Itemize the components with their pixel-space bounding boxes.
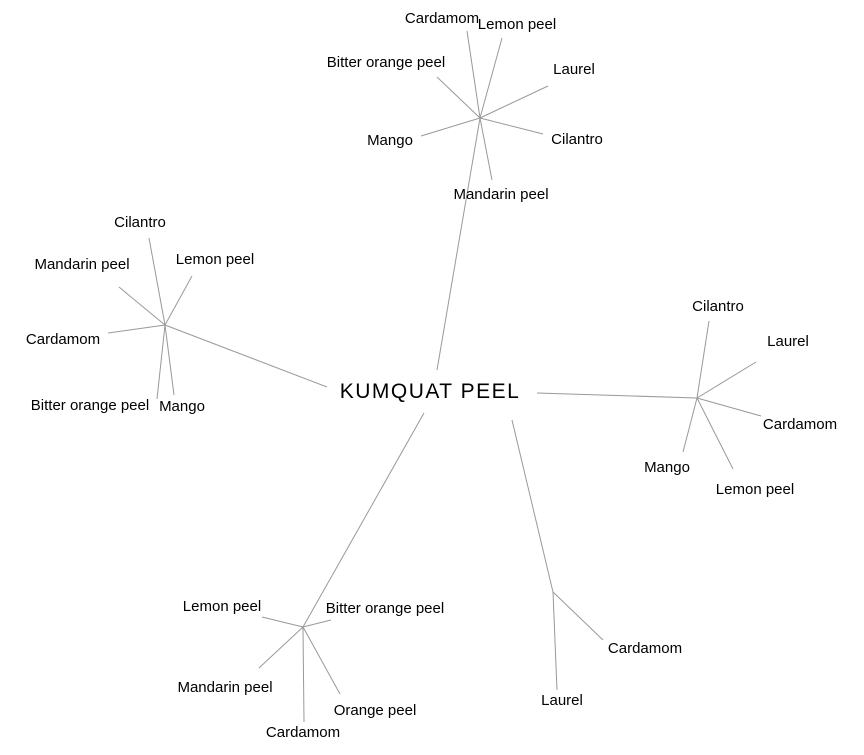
edge-left-to-cilantro <box>148 237 166 326</box>
node-label-top-cilantro: Cilantro <box>551 130 603 148</box>
node-label-top-lemon-peel: Lemon peel <box>477 15 557 33</box>
node-label-bottom-left-bitter-orange-peel: Bitter orange peel <box>325 599 445 617</box>
edge-bottom-left-to-lemon-peel <box>261 616 304 628</box>
node-label-top-bitter-orange-peel: Bitter orange peel <box>326 53 446 71</box>
edge-left-to-bitter-orange-peel <box>156 324 166 400</box>
edge-left-to-cardamom <box>107 324 166 334</box>
edge-bottom-right-to-laurel <box>552 591 558 691</box>
node-label-bottom-left-mandarin-peel: Mandarin peel <box>177 678 273 696</box>
edge-bottom-left-to-cardamom <box>302 626 305 723</box>
edge-top-to-mandarin-peel <box>479 117 493 181</box>
center-node-kumquat-peel: KUMQUAT PEEL <box>339 380 521 403</box>
node-label-top-laurel: Laurel <box>553 60 595 78</box>
edge-right-to-lemon-peel <box>696 397 734 470</box>
edge-center-to-right <box>536 392 698 399</box>
edge-top-to-laurel <box>479 85 549 119</box>
edge-center-to-bottom-right <box>511 419 554 593</box>
node-label-bottom-right-laurel: Laurel <box>541 691 583 709</box>
edge-top-to-lemon-peel <box>479 37 503 119</box>
edge-center-to-bottom-left <box>302 412 425 628</box>
edge-right-to-cardamom <box>696 397 762 417</box>
node-label-right-mango: Mango <box>644 458 690 476</box>
node-label-left-bitter-orange-peel: Bitter orange peel <box>30 396 150 414</box>
edge-top-to-cilantro <box>479 117 544 135</box>
node-label-bottom-left-lemon-peel: Lemon peel <box>182 597 262 615</box>
node-label-top-mango: Mango <box>367 131 413 149</box>
node-label-left-mandarin-peel: Mandarin peel <box>34 255 130 273</box>
node-label-right-laurel: Laurel <box>767 332 809 350</box>
edge-right-to-cilantro <box>696 320 710 399</box>
node-label-bottom-left-orange-peel: Orange peel <box>333 701 417 719</box>
node-label-bottom-right-cardamom: Cardamom <box>607 639 683 657</box>
edge-left-to-lemon-peel <box>164 275 193 326</box>
node-label-right-cardamom: Cardamom <box>762 415 838 433</box>
edge-right-to-mango <box>682 397 698 453</box>
edge-left-to-mango <box>164 324 175 396</box>
edge-right-to-laurel <box>696 361 757 399</box>
edge-left-to-mandarin-peel <box>118 286 166 326</box>
edge-bottom-left-to-bitter-orange-peel <box>302 619 332 628</box>
node-label-left-cardamom: Cardamom <box>25 330 101 348</box>
node-label-top-cardamom: Cardamom <box>404 9 480 27</box>
node-label-left-cilantro: Cilantro <box>114 213 166 231</box>
node-label-right-lemon-peel: Lemon peel <box>715 480 795 498</box>
node-label-left-lemon-peel: Lemon peel <box>175 250 255 268</box>
edge-center-to-top <box>436 117 481 371</box>
edge-top-to-cardamom <box>466 30 481 119</box>
edge-center-to-left <box>164 324 328 388</box>
node-label-bottom-left-cardamom: Cardamom <box>265 723 341 741</box>
node-label-left-mango: Mango <box>159 397 205 415</box>
edge-bottom-left-to-orange-peel <box>302 626 341 695</box>
edge-top-to-bitter-orange-peel <box>436 76 481 119</box>
edge-bottom-right-to-cardamom <box>552 591 604 641</box>
edge-top-to-mango <box>420 117 481 137</box>
node-label-top-mandarin-peel: Mandarin peel <box>453 185 549 203</box>
node-label-right-cilantro: Cilantro <box>692 297 744 315</box>
edge-bottom-left-to-mandarin-peel <box>258 626 304 669</box>
